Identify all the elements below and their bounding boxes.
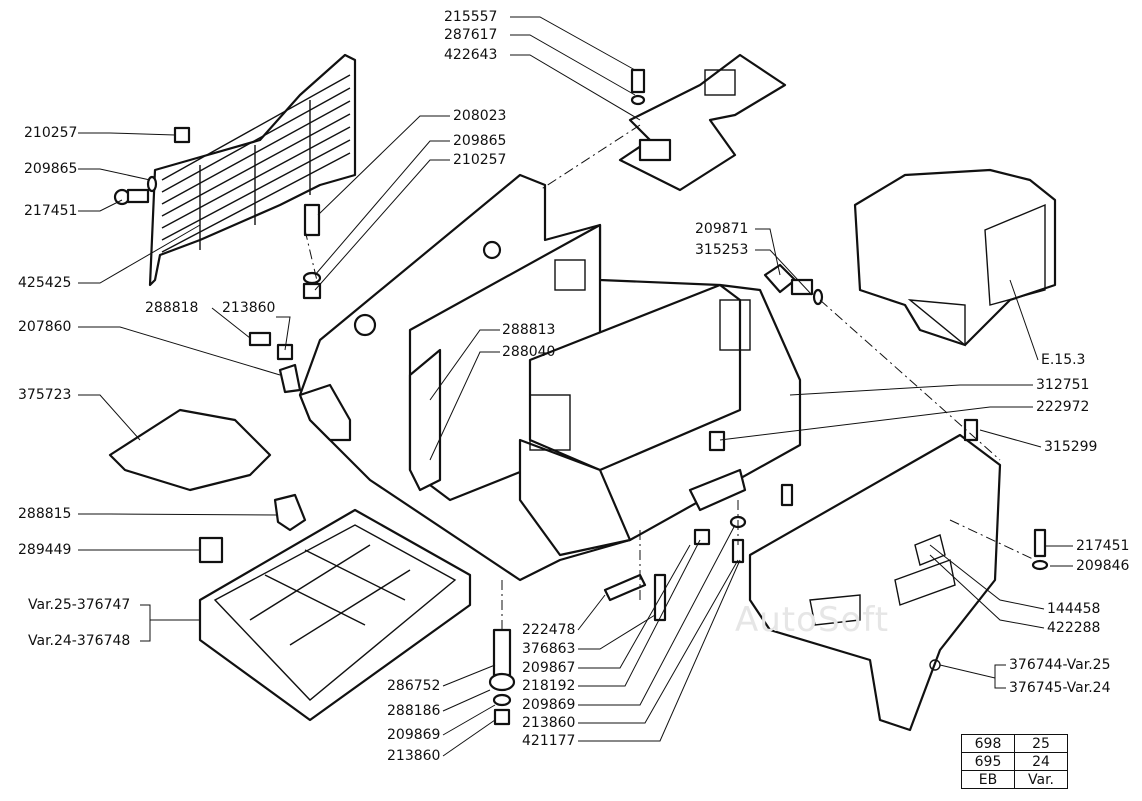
- part-label-e153: E.15.3: [1041, 352, 1086, 368]
- part-label-215557: 215557: [444, 9, 498, 25]
- variant-table: 698 25 695 24 EB Var.: [961, 734, 1068, 789]
- bolt-part: [780, 483, 794, 507]
- bolt-part: [603, 573, 647, 602]
- part-label-376863: 376863: [522, 641, 576, 657]
- part-label-144458: 144458: [1047, 601, 1101, 617]
- washer-part: [1031, 559, 1049, 571]
- seat-part: [853, 168, 1057, 347]
- bolt-part: [630, 68, 646, 94]
- part-label-213860: 213860: [522, 715, 576, 731]
- part-label-210257: 210257: [24, 125, 78, 141]
- part-label-289449: 289449: [18, 542, 72, 558]
- table-cell: Var.: [1014, 770, 1068, 789]
- part-label-213860: 213860: [387, 748, 441, 764]
- part-label-422643: 422643: [444, 47, 498, 63]
- table-cell: EB: [961, 770, 1015, 789]
- leader-lines: [78, 16, 1073, 757]
- bolt-part: [248, 331, 272, 347]
- nut-part: [493, 708, 511, 726]
- table-cell: 695: [961, 752, 1015, 771]
- table-row: EB Var.: [961, 770, 1068, 789]
- part-label-222478: 222478: [522, 622, 576, 638]
- nut-part: [276, 343, 294, 361]
- part-label-209869: 209869: [387, 727, 441, 743]
- part-label-288818: 288818: [145, 300, 199, 316]
- part-label-376745: 376745-Var.24: [1009, 680, 1111, 696]
- part-label-425425: 425425: [18, 275, 72, 291]
- bolt-part: [113, 175, 158, 206]
- counterweight-part: [748, 433, 1002, 732]
- part-label-var24: Var.24-376748: [28, 633, 131, 649]
- part-label-286752: 286752: [387, 678, 441, 694]
- part-label-376744: 376744-Var.25: [1009, 657, 1111, 673]
- part-label-315253: 315253: [695, 242, 749, 258]
- part-label-209869: 209869: [522, 697, 576, 713]
- floor-cover-part: [108, 408, 272, 492]
- spring-part: [492, 628, 512, 677]
- part-label-207860: 207860: [18, 319, 72, 335]
- part-label-222972: 222972: [1036, 399, 1090, 415]
- main-housing-part: [298, 173, 802, 582]
- nut-part: [302, 282, 322, 300]
- cover-plate-part: [618, 53, 787, 192]
- part-label-217451: 217451: [24, 203, 78, 219]
- watermark: AutoSoft: [735, 600, 890, 640]
- part-label-288186: 288186: [387, 703, 441, 719]
- bushing-part: [963, 418, 979, 442]
- part-label-288040: 288040: [502, 344, 556, 360]
- part-label-312751: 312751: [1036, 377, 1090, 393]
- part-label-421177: 421177: [522, 733, 576, 749]
- block-part: [198, 536, 224, 564]
- table-cell: 698: [961, 734, 1015, 753]
- part-label-287617: 287617: [444, 27, 498, 43]
- part-label-218192: 218192: [522, 678, 576, 694]
- bracket-part: [273, 493, 307, 532]
- grille-part: [148, 53, 357, 287]
- damper-part: [488, 672, 516, 692]
- bolt-part: [1033, 528, 1047, 558]
- part-label-288813: 288813: [502, 322, 556, 338]
- table-row: 695 24: [961, 752, 1068, 771]
- part-label-288815: 288815: [18, 506, 72, 522]
- part-label-208023: 208023: [453, 108, 507, 124]
- center-lines: [304, 124, 1036, 630]
- part-label-315299: 315299: [1044, 439, 1098, 455]
- part-label-var25: Var.25-376747: [28, 597, 131, 613]
- part-label-209867: 209867: [522, 660, 576, 676]
- part-label-209846: 209846: [1076, 558, 1130, 574]
- washer-part: [492, 693, 512, 707]
- part-label-375723: 375723: [18, 387, 72, 403]
- bushing-part: [708, 430, 726, 452]
- table-row: 698 25: [961, 734, 1068, 753]
- table-cell: 24: [1014, 752, 1068, 771]
- part-label-209865: 209865: [24, 161, 78, 177]
- nut-part: [693, 528, 711, 546]
- part-label-209871: 209871: [695, 221, 749, 237]
- nut-part: [173, 126, 191, 144]
- part-label-217451: 217451: [1076, 538, 1130, 554]
- washer-part: [302, 271, 322, 285]
- part-label-210257: 210257: [453, 152, 507, 168]
- part-label-209865: 209865: [453, 133, 507, 149]
- bolt-part: [763, 263, 824, 306]
- bolt-part: [303, 203, 321, 237]
- bracket-part: [278, 363, 302, 394]
- bracket-part: [688, 468, 747, 512]
- part-label-422288: 422288: [1047, 620, 1101, 636]
- counterweight-tray-part: [198, 508, 472, 722]
- table-cell: 25: [1014, 734, 1068, 753]
- part-label-213860: 213860: [222, 300, 276, 316]
- washer-part: [630, 94, 646, 106]
